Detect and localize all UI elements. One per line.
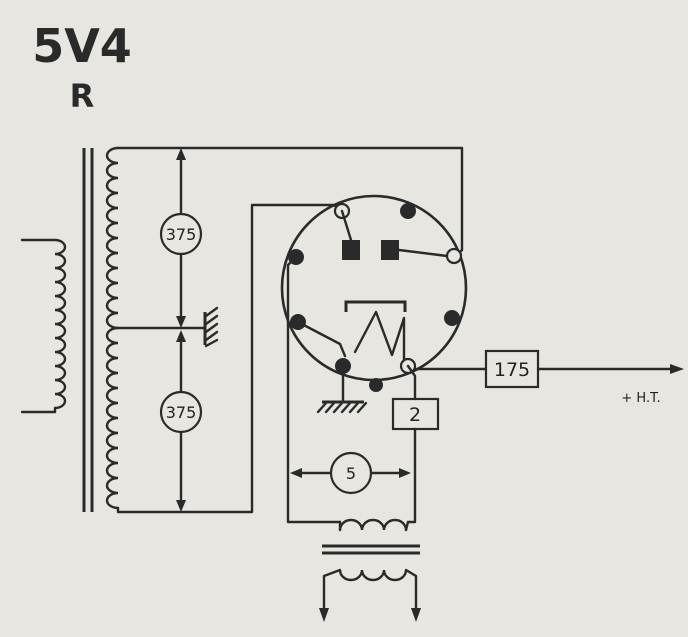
upper-voltage-arrow — [176, 148, 186, 328]
tube-anodes — [340, 209, 449, 260]
bottom-ht-wire — [116, 203, 342, 514]
primary-winding — [20, 238, 67, 414]
filament-voltage-label: 5 — [346, 464, 356, 483]
tube-type-label: 5V4 — [32, 19, 132, 73]
pin-label: 2 — [409, 404, 421, 426]
filament-voltage-arrow — [290, 468, 411, 478]
lower-voltage-label: 375 — [166, 403, 197, 422]
socket-code-label: R — [70, 77, 95, 115]
output-voltage-label: 175 — [494, 359, 530, 381]
ht-output-label: + H.T. — [621, 391, 660, 406]
filament-transformer — [319, 518, 421, 622]
ht-arrow-head-icon — [670, 364, 684, 374]
tube-filament — [296, 300, 407, 362]
filament-left-wire — [286, 255, 342, 524]
upper-voltage-badge — [159, 212, 203, 256]
tube-pins — [288, 202, 463, 392]
upper-voltage-label: 375 — [166, 225, 197, 244]
secondary-winding — [105, 146, 119, 510]
filament-voltage-badge — [329, 451, 373, 495]
filament-right-wire — [406, 364, 417, 524]
tube-envelope — [280, 194, 468, 382]
tube-ground-icon — [316, 364, 368, 414]
output-voltage-box — [484, 349, 540, 389]
lower-voltage-arrow — [176, 330, 186, 512]
center-tap-ground-icon — [203, 306, 219, 348]
lower-voltage-badge — [159, 390, 203, 434]
transformer-core — [82, 148, 94, 512]
